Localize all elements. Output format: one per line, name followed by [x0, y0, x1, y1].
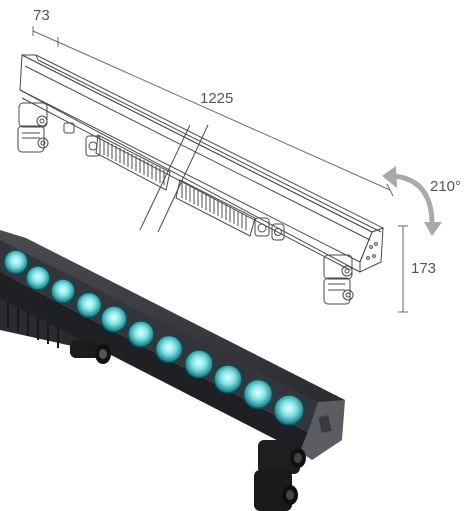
height-label: 173 [411, 260, 436, 277]
led-array [3, 249, 305, 426]
length-dimension-line [57, 41, 394, 197]
right-mounting-bracket [323, 254, 354, 305]
cable-gland [70, 340, 111, 364]
depth-label: 73 [33, 7, 50, 24]
technical-drawing [17, 26, 394, 305]
fixture-end-cap [359, 227, 384, 273]
length-label: 1225 [200, 90, 233, 107]
heatsink-left [95, 134, 171, 191]
product-photo [0, 230, 345, 511]
rotation-label: 210° [430, 178, 461, 195]
left-mounting-bracket [17, 102, 49, 153]
heatsink-right [175, 179, 256, 237]
photo-mounting-bracket [254, 440, 306, 511]
curved-double-arrow-icon [382, 166, 442, 236]
height-dimension-line [398, 225, 408, 313]
break-lines [139, 124, 209, 233]
depth-dimension-line [32, 26, 59, 47]
